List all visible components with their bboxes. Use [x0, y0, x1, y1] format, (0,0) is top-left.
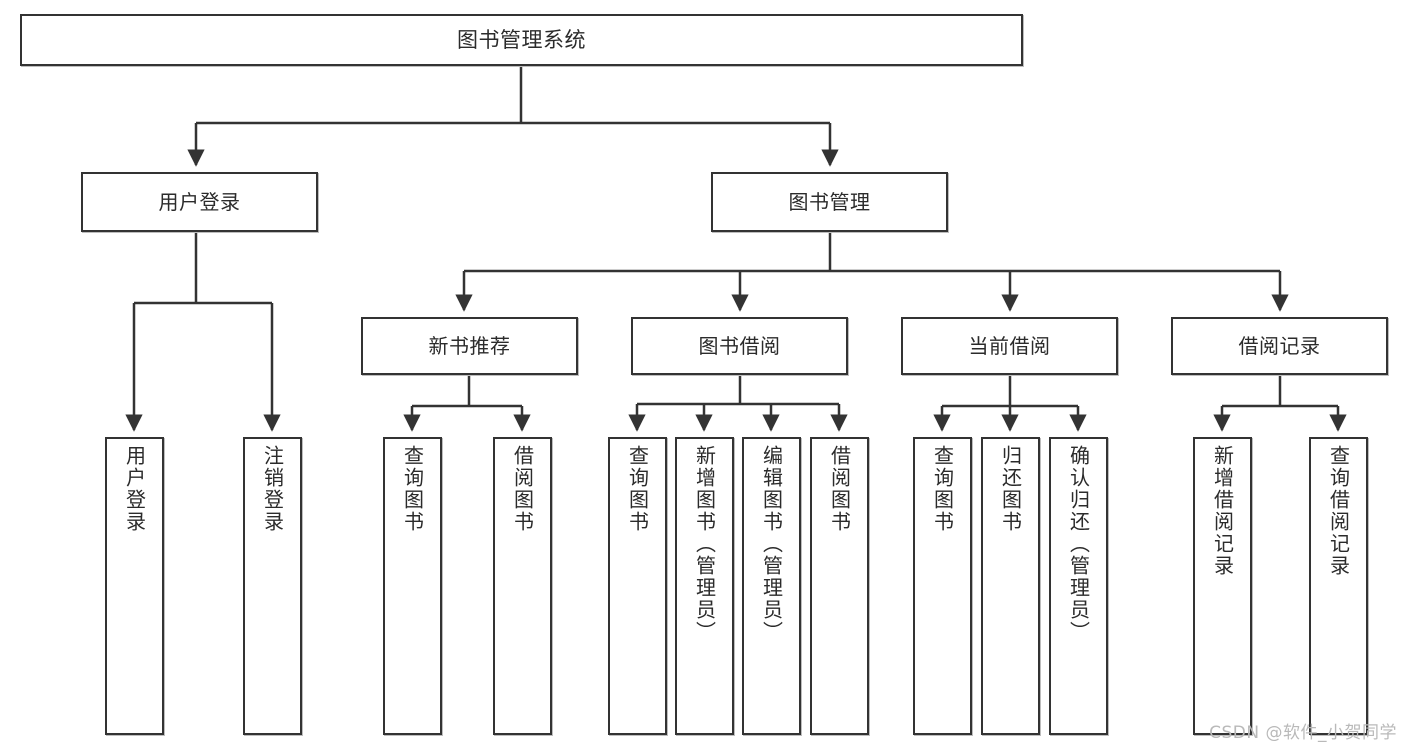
node-label: 用户登录: [122, 445, 147, 533]
node-label: 查询借阅记录: [1326, 445, 1351, 577]
node-label: 注销登录: [260, 445, 285, 533]
leaf-user-login-logout[interactable]: 注销登录: [243, 437, 302, 735]
node-borrow-record[interactable]: 借阅记录: [1171, 317, 1388, 375]
leaf-book-borrow-add-book-admin[interactable]: 新增图书（管理员）: [675, 437, 734, 735]
leaf-new-book-borrow-book[interactable]: 借阅图书: [493, 437, 552, 735]
node-label: 图书管理系统: [457, 27, 586, 52]
node-label: 图书借阅: [698, 333, 781, 358]
leaf-borrow-record-query-record[interactable]: 查询借阅记录: [1309, 437, 1368, 735]
node-label: 查询图书: [930, 445, 955, 533]
node-label: 借阅记录: [1238, 333, 1321, 358]
node-label: 图书管理: [788, 189, 871, 214]
node-label: 查询图书: [400, 445, 425, 533]
leaf-new-book-query-book[interactable]: 查询图书: [383, 437, 442, 735]
node-current-borrow[interactable]: 当前借阅: [901, 317, 1118, 375]
node-book-management[interactable]: 图书管理: [711, 172, 948, 232]
node-label: 借阅图书: [510, 445, 535, 533]
leaf-book-borrow-edit-book-admin[interactable]: 编辑图书（管理员）: [742, 437, 801, 735]
leaf-book-borrow-borrow-book[interactable]: 借阅图书: [810, 437, 869, 735]
node-label: 借阅图书: [827, 445, 852, 533]
leaf-book-borrow-query-book[interactable]: 查询图书: [608, 437, 667, 735]
watermark: CSDN @软件_小贺同学: [1209, 723, 1397, 743]
leaf-user-login-login[interactable]: 用户登录: [105, 437, 164, 735]
node-label: 归还图书: [998, 445, 1023, 533]
leaf-current-borrow-query-book[interactable]: 查询图书: [913, 437, 972, 735]
node-new-book-recommend[interactable]: 新书推荐: [361, 317, 578, 375]
node-root-book-management-system[interactable]: 图书管理系统: [20, 14, 1023, 66]
node-label: 用户登录: [158, 189, 241, 214]
node-label: 查询图书: [625, 445, 650, 533]
node-label: 新增借阅记录: [1210, 445, 1235, 577]
node-label: 当前借阅: [968, 333, 1051, 358]
node-label: 确认归还（管理员）: [1066, 445, 1091, 643]
node-label: 编辑图书（管理员）: [759, 445, 784, 643]
node-user-login[interactable]: 用户登录: [81, 172, 318, 232]
leaf-current-borrow-confirm-return-admin[interactable]: 确认归还（管理员）: [1049, 437, 1108, 735]
leaf-borrow-record-add-record[interactable]: 新增借阅记录: [1193, 437, 1252, 735]
node-book-borrow[interactable]: 图书借阅: [631, 317, 848, 375]
node-label: 新增图书（管理员）: [692, 445, 717, 643]
node-label: 新书推荐: [428, 333, 511, 358]
leaf-current-borrow-return-book[interactable]: 归还图书: [981, 437, 1040, 735]
